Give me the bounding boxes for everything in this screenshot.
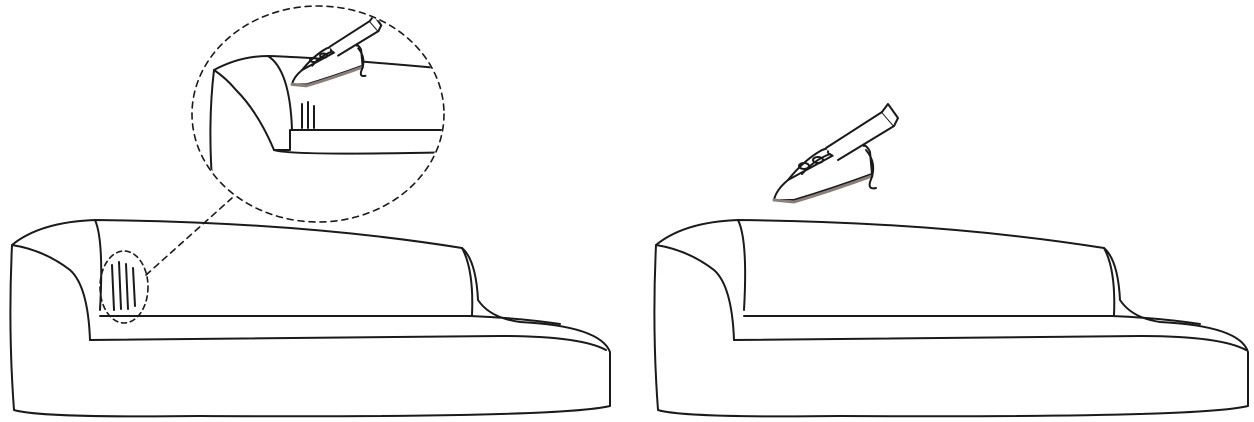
zoom-callout-icon bbox=[192, 6, 460, 222]
sofa-before-icon bbox=[10, 220, 610, 416]
sofa-after-icon bbox=[654, 220, 1248, 416]
steam-iron-icon bbox=[774, 104, 898, 202]
